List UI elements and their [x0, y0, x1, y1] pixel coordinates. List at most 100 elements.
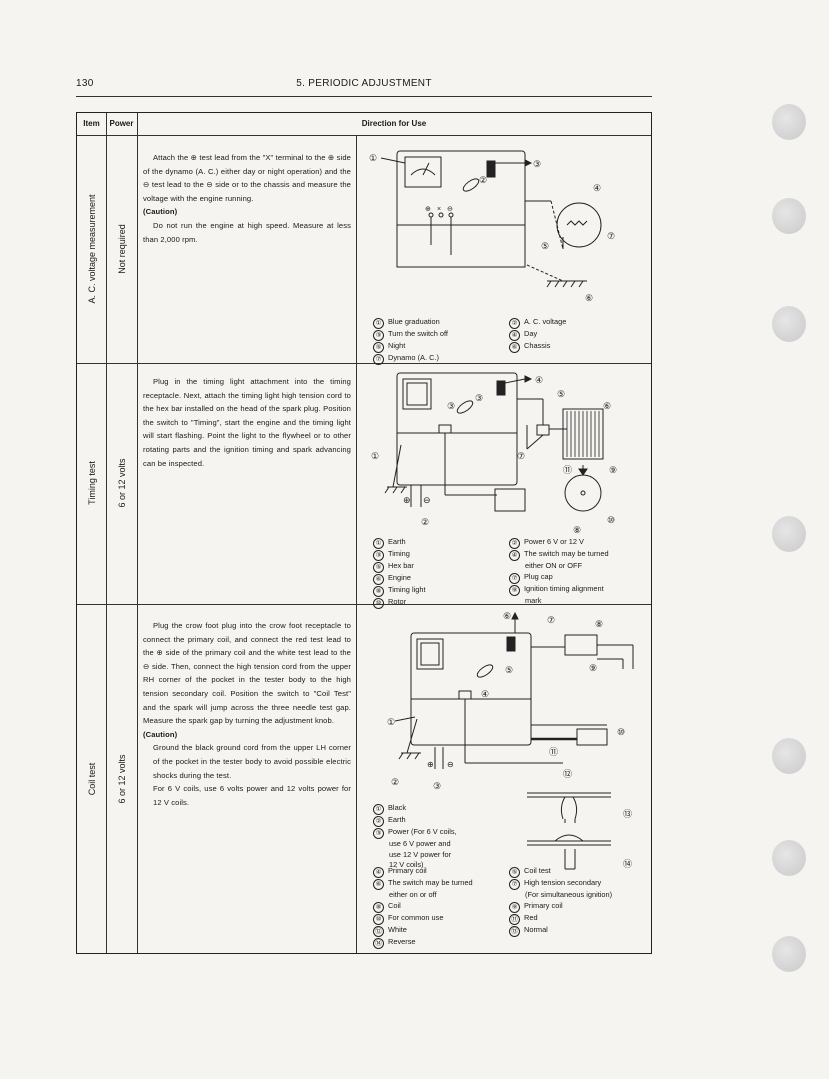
diagram-label: ⑥ — [603, 401, 611, 411]
caution-label: (Caution) — [143, 207, 178, 217]
power-6-12v: 6 or 12 volts — [117, 458, 127, 508]
diagram-label: ⊕ — [427, 760, 434, 769]
diagram-label: ⑥ — [503, 611, 511, 621]
note-text: For 6 V coils, use 6 volts power and 12 … — [153, 784, 351, 807]
diagram-label: ④ — [535, 375, 543, 385]
col-header-item: Item — [83, 119, 100, 128]
diagram-label: ⑫ — [563, 769, 572, 779]
page-number: 130 — [76, 78, 94, 89]
diagram-label: ⑭ — [623, 859, 632, 869]
diagram-label: × — [437, 206, 441, 213]
col-header-power: Power — [109, 119, 134, 128]
binder-hole — [772, 516, 806, 552]
power-not-required: Not required — [117, 224, 127, 274]
diagram-timing-test: ① ② ③ ③ ④ ⑤ ⑥ ⑦ ⑧ ⑨ ⑩ ⑪ ⊕ ⊖ — [367, 369, 647, 535]
column-divider — [106, 113, 107, 953]
diagram-label: ⑩ — [607, 515, 615, 525]
diagram-label: ⑧ — [573, 525, 581, 535]
diagram-label: ④ — [481, 689, 489, 699]
diagram-label: ⑨ — [609, 465, 617, 475]
diagram-label: ② — [479, 175, 487, 185]
coil-gap-illustrations: ⑬ ⑭ — [507, 783, 647, 883]
diagram-label: ③ — [475, 393, 483, 403]
legend-item-cont: use 6 V power and — [389, 839, 451, 848]
caution-text: Do not run the engine at high speed. Mea… — [143, 220, 351, 244]
diagram-label: ⑦ — [517, 451, 525, 461]
diagram-label: ③ — [533, 159, 541, 169]
diagram-label: ⊖ — [447, 206, 453, 213]
diagram-label: ② — [421, 517, 429, 527]
diagram-coil-test: ① ② ③ ④ ⑤ ⑥ ⑦ ⑧ ⑨ ⑩ ⑪ ⑫ ⊕ ⊖ — [367, 609, 647, 809]
procedure-table: Item Power Direction for Use A. C. volta… — [76, 112, 652, 954]
diagram-label: ② — [391, 777, 399, 787]
chapter-title: 5. PERIODIC ADJUSTMENT — [296, 78, 432, 89]
binder-hole — [772, 198, 806, 234]
diagram-label: ⑩ — [617, 727, 625, 737]
legend-item-cont: 12 V coils) — [389, 860, 424, 870]
legend-item-cont: (For simultaneous ignition) — [525, 890, 613, 899]
diagram-label: ⑤ — [557, 389, 565, 399]
diagram-label: ⑪ — [549, 747, 558, 757]
caution-label: (Caution) — [143, 729, 178, 739]
diagram-label: ⑥ — [585, 293, 593, 303]
legend-item-cont: mark — [525, 595, 542, 605]
diagram-label: ④ — [593, 183, 601, 193]
header-divider — [77, 135, 651, 136]
diagram-label: ⑤ — [505, 665, 513, 675]
diagram-label: ⊕ — [425, 206, 431, 213]
diagram-label: ⊖ — [423, 495, 431, 505]
diagram-label: ⑨ — [589, 663, 597, 673]
diagram-ac-voltage: ① ② ③ ④ ⑤ ⑥ ⑦ ⊕ × ⊖ — [367, 145, 647, 315]
instructions-timing-test: Plug in the timing light attachment into… — [143, 375, 351, 470]
power-6-12v: 6 or 12 volts — [117, 754, 127, 804]
diagram-label: ③ — [433, 781, 441, 791]
col-header-direction: Direction for Use — [361, 119, 427, 128]
diagram-label: ① — [387, 717, 395, 727]
instruction-text: Plug the crow foot plug into the crow fo… — [143, 621, 351, 726]
binder-hole — [772, 936, 806, 972]
diagram-label: ① — [369, 153, 377, 163]
item-ac-voltage: A. C. voltage measurement — [87, 194, 97, 304]
item-timing-test: Timing test — [87, 461, 97, 505]
legend-item-cont: use 12 V power for — [389, 849, 452, 859]
diagram-label: ⑦ — [547, 615, 555, 625]
diagram-label: ⑪ — [563, 465, 572, 475]
diagram-label: ⑬ — [623, 809, 632, 819]
instructions-ac-voltage: Attach the ⊕ test lead from the "X" term… — [143, 151, 351, 246]
binder-hole — [772, 104, 806, 140]
page-header: 130 5. PERIODIC ADJUSTMENT — [76, 78, 652, 94]
diagram-label: ⑤ — [541, 241, 549, 251]
instruction-text: Attach the ⊕ test lead from the "X" term… — [143, 153, 351, 203]
caution-text: Ground the black ground cord from the up… — [153, 743, 351, 780]
